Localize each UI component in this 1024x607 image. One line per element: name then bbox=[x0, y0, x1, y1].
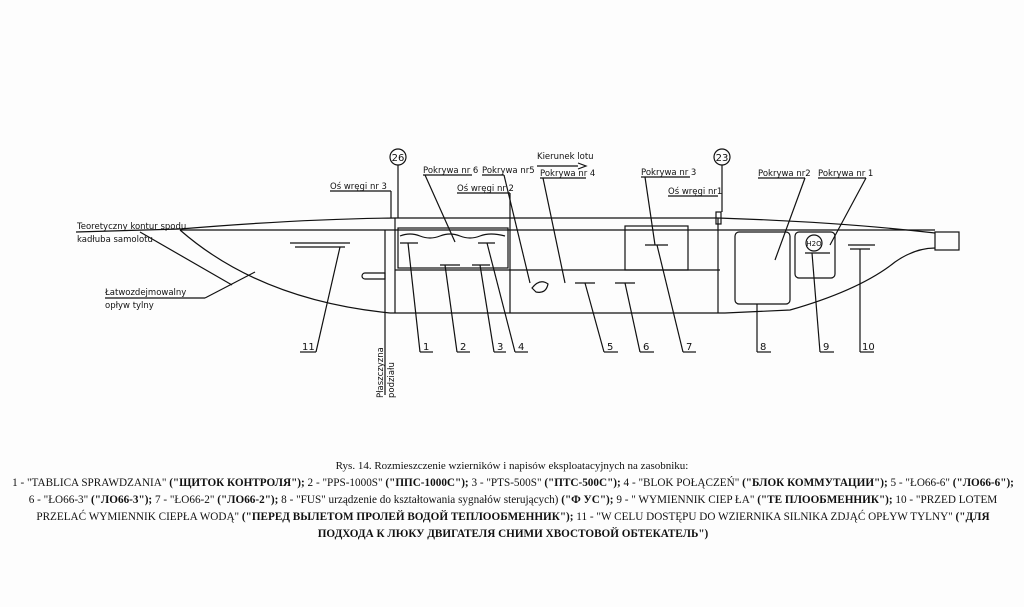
label-split-plane-2: podziału bbox=[387, 362, 397, 398]
label-theoretical-contour-1: Teoretyczny kontur spodu bbox=[76, 222, 186, 232]
label-cover-1: Pokrywa nr 1 bbox=[818, 169, 873, 179]
label-cover-3: Pokrywa nr 3 bbox=[641, 168, 696, 178]
label-split-plane-1: Płaszczyzna bbox=[376, 347, 386, 398]
legend-item-4: 4 - "BLOK POŁĄCZEŃ" ("БЛОК КОММУТАЦИИ"); bbox=[623, 477, 888, 489]
label-cover-5: Pokrywa nr5 bbox=[482, 166, 535, 176]
marker-26: 26 bbox=[392, 153, 405, 164]
legend-item-6: 6 - "ŁO66-3" ("ЛО66-3"); bbox=[28, 494, 153, 506]
label-frame-1: Oś wręgi nr1 bbox=[668, 186, 722, 197]
top-contour bbox=[179, 217, 936, 234]
label-cover-6: Pokrywa nr 6 bbox=[423, 166, 478, 176]
legend-item-3: 3 - "PTS-500S" ("ПТС-500С"); bbox=[471, 477, 621, 489]
callout-8: 8 bbox=[760, 342, 766, 353]
legend-item-8: 8 - "FUS" urządzenie do kształtowania sy… bbox=[281, 494, 614, 506]
label-rear-fairing-2: opływ tylny bbox=[105, 301, 154, 311]
label-cover-2: Pokrywa nr2 bbox=[758, 169, 811, 179]
front-bottom bbox=[724, 247, 936, 314]
legend-item-1: 1 - "TABLICA SPRAWDZANIA" ("ЩИТОК КОНТРО… bbox=[12, 477, 305, 489]
label-frame-2: Oś wręgi nr 2 bbox=[457, 183, 514, 194]
label-h2o: H2O bbox=[806, 240, 822, 248]
legend-item-7: 7 - "ŁO66-2" ("ЛО66-2"); bbox=[154, 494, 279, 506]
callout-2: 2 bbox=[460, 342, 466, 353]
legend-item-9: 9 - " WYMIENNIK CIEP ŁA" ("ТЕ ПЛООБМЕННИ… bbox=[616, 494, 893, 506]
label-cover-4: Pokrywa nr 4 bbox=[540, 169, 595, 179]
label-frame-3: Oś wręgi nr 3 bbox=[330, 181, 387, 192]
callout-9: 9 bbox=[823, 342, 829, 353]
label-flight-direction: Kierunek lotu bbox=[537, 152, 594, 162]
callout-7: 7 bbox=[686, 342, 692, 353]
callout-1: 1 bbox=[423, 342, 429, 353]
label-theoretical-contour-2: kadłuba samolotu bbox=[77, 235, 153, 245]
legend-item-2: 2 - "PPS-1000S" ("ППС-1000С"); bbox=[307, 477, 469, 489]
callout-4: 4 bbox=[518, 342, 524, 353]
legend-item-11: 11 - "W CELU DOSTĘPU DO WZIERNIKA SILNIK… bbox=[317, 511, 990, 540]
marker-23: 23 bbox=[716, 153, 729, 164]
h2o-symbol bbox=[805, 234, 823, 252]
figure-caption: Rys. 14. Rozmieszczenie wzierników i nap… bbox=[335, 460, 689, 472]
rear-fairing-curve bbox=[179, 229, 391, 314]
callout-5: 5 bbox=[607, 342, 613, 353]
nose-tube bbox=[934, 231, 960, 251]
legend-item-10: 10 - "PRZED LOTEM PRZELAĆ WYMIENNIK CIEP… bbox=[36, 494, 998, 523]
legend-item-5: 5 - "ŁO66-6" ("ЛО66-6"); bbox=[890, 477, 1014, 489]
callout-3: 3 bbox=[497, 342, 503, 353]
figure-legend: 1 - "TABLICA SPRAWDZANIA" ("ЩИТОК КОНТРО… bbox=[8, 475, 1018, 543]
label-rear-fairing-1: Łatwozdejmowalny bbox=[104, 288, 186, 298]
callout-10: 10 bbox=[862, 342, 875, 353]
callout-11: 11 bbox=[302, 342, 315, 353]
callout-6: 6 bbox=[643, 342, 649, 353]
